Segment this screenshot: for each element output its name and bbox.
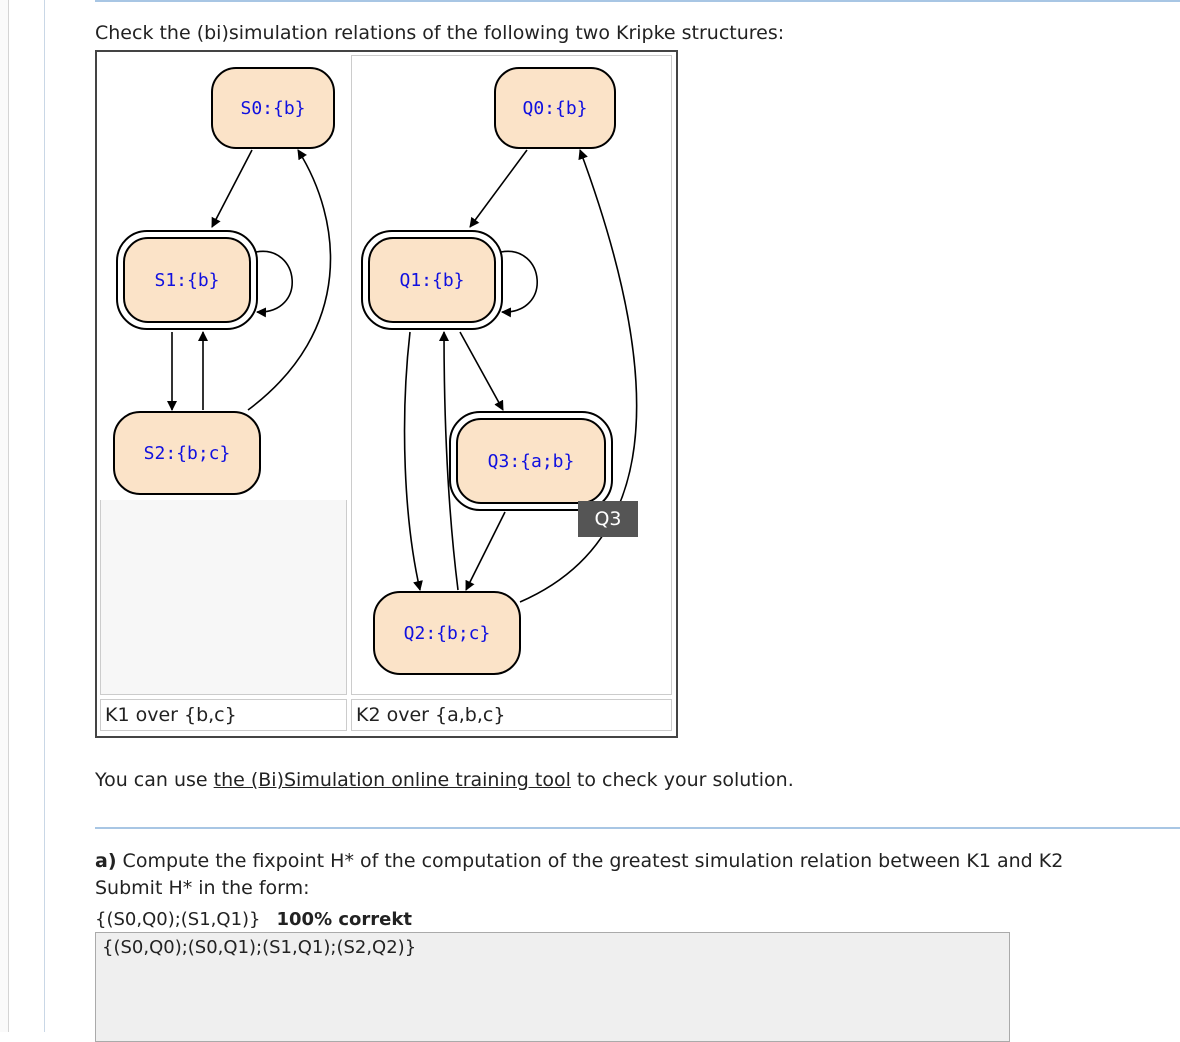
k2-caption: K2 over {a,b,c} (351, 699, 672, 731)
left-margin-rail (0, 0, 9, 1032)
edge-q1-q3 (459, 331, 504, 411)
score-badge: 100% correkt (276, 909, 412, 930)
node-s2[interactable] (113, 411, 261, 495)
edge-q1-q1 (500, 250, 538, 318)
edge-s0-s1 (211, 149, 253, 228)
node-q2[interactable] (373, 591, 521, 675)
k1-graph: S0:{b} S1:{b} S2:{b;c} (113, 67, 335, 495)
k2-graph: Q0:{b} Q1:{b} Q3:{a;b} Q2:{b;c} (361, 67, 638, 675)
tool-link-prefix: You can use (95, 769, 214, 791)
node-q3-label: Q3:{a;b} (488, 451, 575, 472)
node-s1-label: S1:{b} (154, 270, 219, 291)
node-q1[interactable] (368, 237, 496, 323)
node-tooltip: Q3 (578, 501, 638, 537)
edge-q3-q2 (465, 511, 506, 591)
edge-q0-q1 (469, 149, 528, 228)
tool-link-suffix: to check your solution. (570, 769, 794, 791)
training-tool-link[interactable]: the (Bi)Simulation online training tool (213, 769, 571, 791)
node-s0-label: S0:{b} (240, 98, 305, 119)
left-margin-line (44, 0, 45, 1032)
top-separator (95, 0, 1180, 2)
node-s2-label: S2:{b;c} (144, 443, 231, 464)
edge-s2-s0 (247, 149, 332, 411)
answer-input[interactable]: {(S0,Q0);(S0,Q1);(S1,Q1);(S2,Q2)} (95, 932, 1010, 1042)
tool-link-line: You can use the (Bi)Simulation online tr… (95, 769, 794, 791)
part-a-question: a) Compute the fixpoint H* of the comput… (95, 850, 1063, 872)
edge-s1-s1 (255, 250, 293, 318)
edge-q1-q2 (403, 331, 423, 591)
node-q0-label: Q0:{b} (522, 98, 587, 119)
node-q2-label: Q2:{b;c} (404, 623, 491, 644)
example-format: {(S0,Q0);(S1,Q1)} (95, 909, 261, 930)
example-format-line: {(S0,Q0);(S1,Q1)} 100% correkt (95, 909, 412, 930)
edge-q2-q0 (519, 149, 638, 603)
submit-hint: Submit H* in the form: (95, 877, 310, 899)
question-intro: Check the (bi)simulation relations of th… (95, 22, 785, 44)
node-s1[interactable] (123, 237, 251, 323)
node-q1-label: Q1:{b} (399, 270, 464, 291)
part-a-text: Compute the fixpoint H* of the computati… (116, 850, 1064, 872)
k2-graph-cell (351, 55, 672, 695)
node-s0[interactable] (211, 67, 335, 149)
node-q0[interactable] (494, 67, 616, 149)
edge-q2-q1 (439, 331, 459, 591)
part-a-label: a) (95, 850, 117, 872)
section-separator (95, 827, 1180, 829)
k1-caption: K1 over {b,c} (100, 699, 347, 731)
node-q3[interactable] (456, 418, 606, 504)
